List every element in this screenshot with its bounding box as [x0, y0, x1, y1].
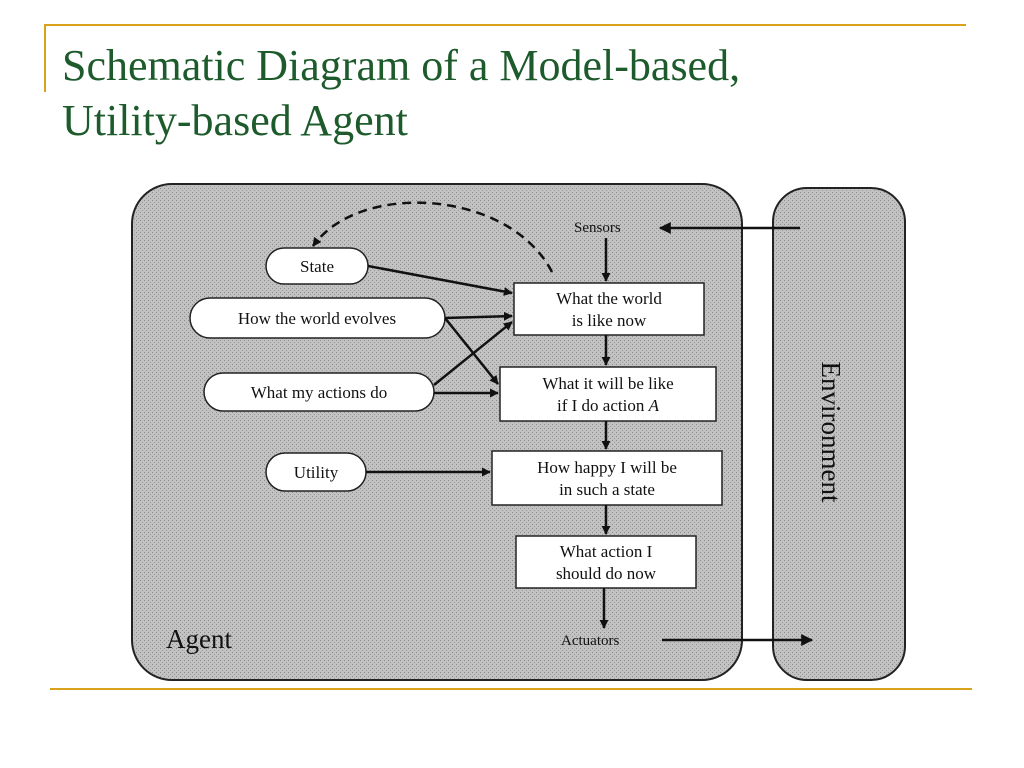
box-world-now-line-2: is like now: [572, 311, 647, 330]
actuators-label: Actuators: [561, 633, 619, 649]
slide-title: Schematic Diagram of a Model-based, Util…: [62, 38, 962, 148]
arrow-evolves-to-world-now: [444, 311, 513, 321]
dashed-feedback-arrow: [311, 201, 554, 273]
bottom-rule: [50, 688, 972, 690]
box-action-line-1: What action I: [560, 542, 653, 561]
left-rule: [44, 24, 46, 92]
oval-world-evolves: How the world evolves: [189, 297, 446, 339]
box-will-be-line-2: if I do action A: [557, 396, 660, 415]
arrow-state-to-world-now: [367, 264, 513, 296]
box-happy: How happy I will be in such a state: [491, 450, 723, 506]
box-action-line-2: should do now: [556, 564, 657, 583]
top-rule: [46, 24, 966, 26]
box-will-be-line-1: What it will be like: [542, 374, 673, 393]
agent-panel: [131, 183, 743, 681]
slide-title-line-1: Schematic Diagram of a Model-based,: [62, 41, 741, 90]
box-happy-line-1: How happy I will be: [537, 458, 677, 477]
box-happy-line-2: in such a state: [559, 480, 655, 499]
oval-actions-do-label: What my actions do: [251, 383, 387, 402]
box-world-now: What the world is like now: [513, 282, 705, 336]
arrow-evolves-to-will-be: [444, 317, 499, 385]
environment-panel: [772, 187, 906, 681]
oval-state-label: State: [300, 257, 334, 276]
oval-world-evolves-label: How the world evolves: [238, 309, 396, 328]
slide-title-line-2: Utility-based Agent: [62, 96, 408, 145]
oval-state: State: [265, 247, 369, 285]
box-will-be-variable: A: [648, 396, 660, 415]
oval-utility: Utility: [265, 452, 367, 492]
box-world-now-line-1: What the world: [556, 289, 662, 308]
oval-actions-do: What my actions do: [203, 372, 435, 412]
arrow-actions-to-world-now: [433, 321, 513, 386]
box-will-be-line-2-text: if I do action: [557, 396, 645, 415]
agent-label: Agent: [166, 624, 232, 654]
sensors-label: Sensors: [574, 220, 621, 236]
box-will-be: What it will be like if I do action A: [499, 366, 717, 422]
environment-label: Environment: [816, 362, 846, 503]
oval-utility-label: Utility: [294, 463, 339, 482]
box-action: What action I should do now: [515, 535, 697, 589]
